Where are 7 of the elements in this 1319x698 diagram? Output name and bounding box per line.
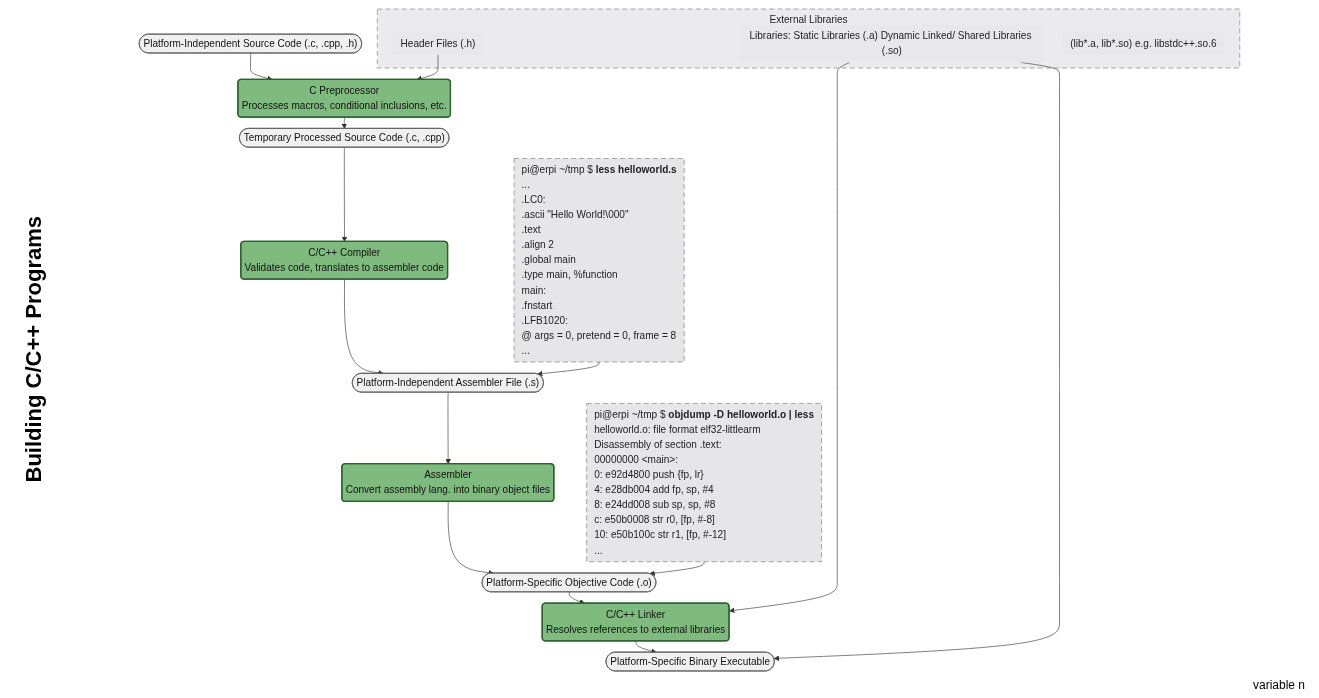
node-box: pi@erpi ~/tmp $ less helloworld.s ... .LC0: .ascii "Hello World!\000" .text .align 2 .global main .type main, %function main: .fnstart .LFB1020: @ args = 0, pretend = 0, frame = 8 ... — [513, 158, 685, 363]
node-text: Header Files (.h) — [400, 37, 476, 49]
node-text: Libraries: Static Libraries (.a) Dynamic Linked/ Shared Libraries (.so) — [749, 30, 1032, 57]
node-text: (lib*.a, lib*.so) e.g. libstdc++.so.6 — [1070, 37, 1217, 49]
diagram-title: Building C/C++ Programs — [21, 215, 47, 483]
note-text: variable n — [1252, 678, 1305, 692]
node-box: pi@erpi ~/tmp $ objdump -D helloworld.o | less helloworld.o: file format elf32-littlearm Disassembly of section .text: 00000000 <main>: 0: e92d4800 push {fp, lr} 4: e28db004 add fp, sp, #4 8: e24dd008 sub sp, sp, #8 c: e50b0008 str r0, [fp, #-8] 10: e50b100c str r1, [fp, #-12] ... — [586, 403, 822, 562]
